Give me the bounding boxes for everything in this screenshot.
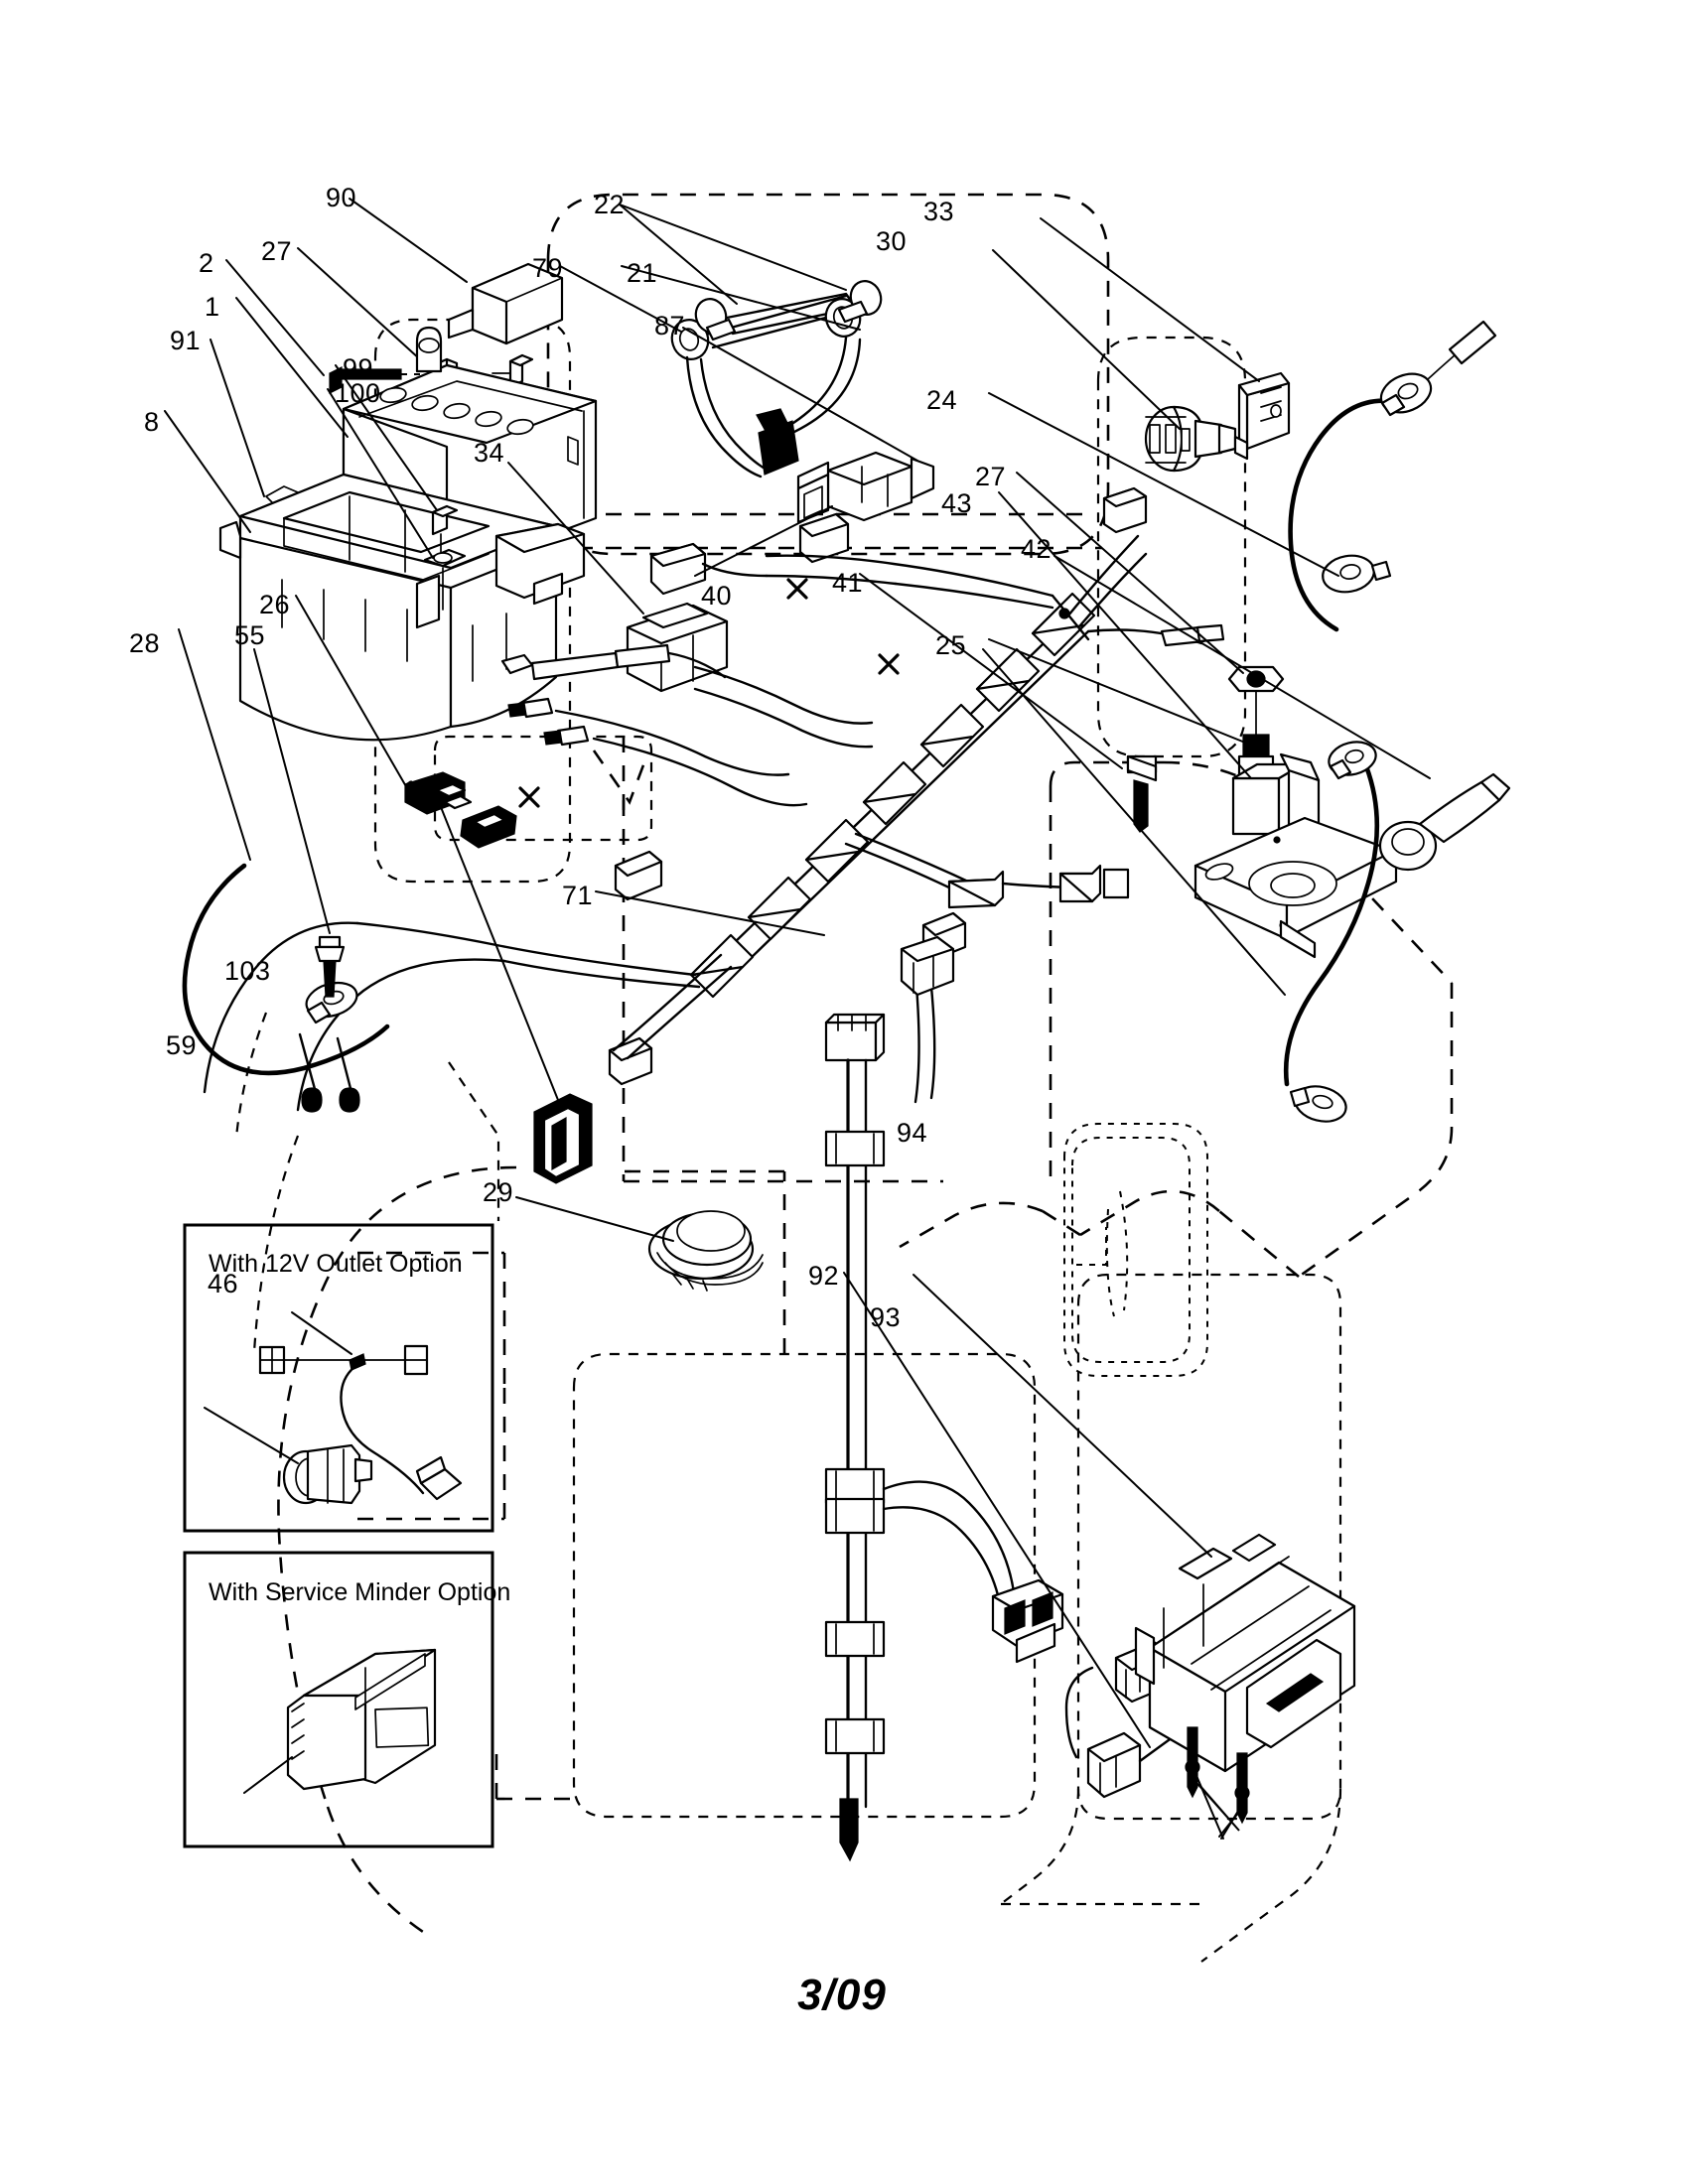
part-27-nut-solenoid — [1016, 472, 1285, 744]
callout-30: 30 — [876, 226, 908, 256]
callout-26: 26 — [259, 590, 291, 619]
callout-27-solenoid: 27 — [975, 462, 1007, 491]
part-16-connector — [434, 791, 593, 1184]
part-33-module — [1040, 217, 1291, 461]
part-25-cable — [982, 648, 1380, 1123]
callout-2: 2 — [199, 248, 214, 278]
callout-28: 28 — [129, 628, 161, 658]
callout-46: 46 — [208, 1269, 239, 1298]
callout-90: 90 — [326, 183, 357, 212]
callout-16: 16 — [403, 775, 435, 805]
callout-100: 100 — [335, 378, 381, 408]
option-box-title-12v-outlet: With 12V Outlet Option — [209, 1250, 463, 1278]
callout-71: 71 — [562, 881, 594, 910]
part-92-pigtail — [843, 1272, 1199, 1799]
callout-91: 91 — [170, 326, 202, 355]
callout-79: 79 — [532, 253, 564, 283]
part-71-rod — [595, 890, 886, 1862]
part-40-main-harness — [203, 505, 1225, 1113]
callout-24: 24 — [926, 385, 958, 415]
callout-103: 103 — [224, 956, 271, 986]
option-box-title-service-minder: With Service Minder Option — [209, 1578, 511, 1606]
callout-42: 42 — [1021, 534, 1052, 564]
callout-93: 93 — [870, 1302, 902, 1332]
option-box-service-minder — [183, 1551, 494, 1848]
callout-43: 43 — [941, 488, 973, 518]
part-93-screws — [1185, 1726, 1250, 1840]
callout-1: 1 — [205, 292, 220, 322]
part-29-grommet — [515, 1196, 764, 1292]
part-8-battery-box — [164, 410, 586, 742]
part-26-connector — [295, 595, 517, 849]
callout-40: 40 — [701, 581, 733, 611]
callout-55: 55 — [234, 620, 266, 650]
part-30-ignition-switch — [992, 249, 1237, 473]
option-box-12v-outlet — [183, 1223, 494, 1533]
callout-27-top: 27 — [261, 236, 293, 266]
callout-29: 29 — [483, 1177, 514, 1207]
callout-8: 8 — [144, 407, 160, 437]
callout-34: 34 — [474, 438, 505, 468]
callout-21: 21 — [627, 258, 658, 288]
part-21-22-79-headlight-harness — [559, 204, 883, 478]
part-42-boot — [1053, 555, 1511, 872]
callout-87: 87 — [654, 311, 686, 341]
callout-99: 99 — [343, 353, 374, 383]
part-43-25-solenoid — [859, 491, 1398, 959]
part-87-connector — [682, 327, 935, 524]
callout-41: 41 — [832, 568, 864, 598]
part-94-switch-bracket — [912, 1274, 1356, 1773]
callout-92: 92 — [808, 1261, 840, 1291]
callout-94: 94 — [897, 1118, 928, 1148]
callout-59: 59 — [166, 1030, 198, 1060]
callout-33: 33 — [923, 197, 955, 226]
part-90-switch — [349, 198, 564, 345]
rod-branch-wire — [882, 1480, 1064, 1664]
part-24-ground-cable — [988, 320, 1497, 632]
part-55-bolt — [253, 648, 346, 998]
callout-25: 25 — [935, 630, 967, 660]
date-stamp: 3/09 — [797, 1971, 887, 2019]
callout-22: 22 — [594, 190, 626, 219]
harness-connector-blocks — [608, 486, 1148, 1086]
part-99-100-wingnut-rod — [327, 364, 467, 629]
